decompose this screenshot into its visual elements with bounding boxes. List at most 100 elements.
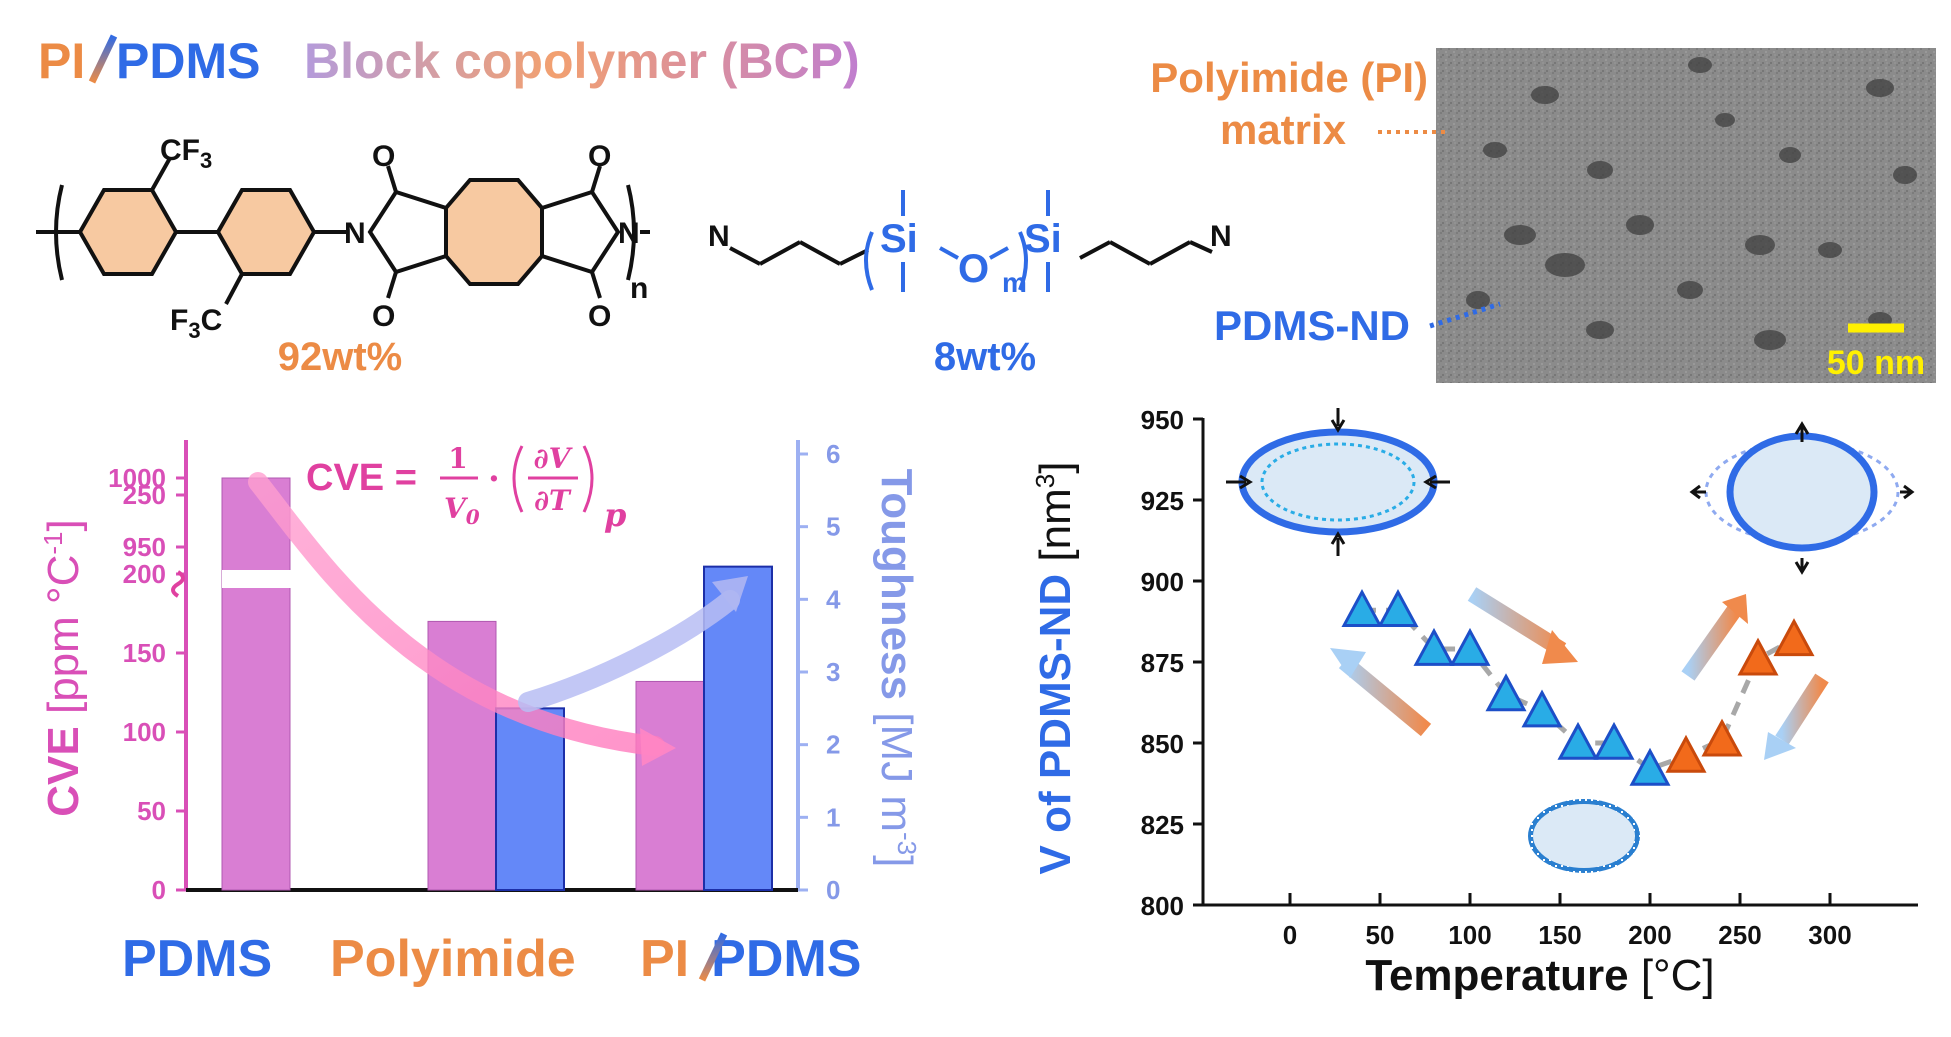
heating-point [1665, 734, 1707, 773]
eq-d-num: ∂V [534, 442, 574, 475]
cve-equation: CVE = 1 V0 · ∂V ∂T p [306, 442, 626, 534]
pdms-labels: N N Si O Si m 8wt% [708, 217, 1232, 379]
bar-left-tick-label: 100 [123, 717, 166, 747]
scalebar-label: 50 nm [1827, 344, 1925, 382]
bar-left-tick-label: 950 [123, 532, 166, 562]
heating-arrowhead-2 [1722, 594, 1748, 624]
compress-arrow-bottom [1330, 531, 1346, 556]
cooling-point [1413, 627, 1455, 666]
heating-point [1701, 718, 1743, 757]
expanded-shell [1726, 432, 1878, 552]
carbonyl-o-3: O [588, 140, 611, 173]
cooling-point [1341, 589, 1383, 627]
relaxed-nd-schematic [1528, 799, 1640, 873]
scatter-y-tick-label: 800 [1141, 891, 1184, 921]
tem-image: 50 nm [1436, 48, 1936, 383]
bar-right-tick-label: 3 [826, 657, 840, 687]
header-pdms: PDMS [116, 33, 260, 89]
cooling-point [1521, 689, 1563, 728]
heating-arrowhead-1 [1330, 648, 1366, 678]
scatter-y-label: V of PDMS-ND [nm3] [1030, 462, 1080, 875]
toughness-trend-arrowhead [712, 576, 748, 612]
bar-right-tick-label: 4 [826, 584, 841, 614]
scatter-points [1341, 589, 1815, 786]
pdms-bond-3 [799, 240, 841, 266]
eq-den: V0 [444, 492, 480, 529]
cve-trend-arrowhead [640, 728, 676, 766]
cooling-point [1557, 721, 1599, 760]
toughness-trend-arrow [518, 590, 740, 712]
figure-header: PI PDMS Block copolymer (BCP) [38, 33, 860, 89]
repeat-n: n [630, 272, 648, 305]
bar-left-tick-label: 0 [152, 875, 166, 905]
eq-paren-right [582, 445, 594, 513]
pi-central-ring [444, 178, 544, 286]
eq-sub-p: p [604, 496, 626, 534]
scatter-y-tick-label: 875 [1141, 648, 1184, 678]
pdms-paren-right [1018, 231, 1028, 291]
scatter-x-tick-label: 150 [1538, 920, 1581, 950]
pdms-bond-6 [1109, 240, 1151, 266]
pi-ring-1 [77, 188, 179, 276]
pdms-bond-7 [1149, 240, 1191, 266]
expand-arrow-bottom [1794, 558, 1810, 575]
eq-num: 1 [448, 442, 467, 475]
bar-right-axis-label: Toughness [MJ m-3] [872, 469, 922, 868]
scatter-y-tick-label: 925 [1141, 486, 1184, 516]
pi-weight: 92wt% [278, 335, 403, 379]
compressed-outer [1238, 428, 1438, 536]
eq-d-den: ∂T [534, 484, 572, 517]
cooling-arrow-2 [1775, 673, 1829, 745]
header-bcp: Block copolymer (BCP) [304, 33, 860, 89]
nd-leader [1429, 301, 1501, 329]
pi-carbonyl-1 [386, 165, 398, 193]
pdms-n-left: N [708, 220, 730, 253]
scatter-x-tick-label: 200 [1628, 920, 1671, 950]
carbonyl-o-2: O [372, 300, 395, 333]
scatter-y-tick-label: 900 [1141, 567, 1184, 597]
carbonyl-o-1: O [372, 140, 395, 173]
matrix-label-line1: Polyimide (PI) [1150, 54, 1428, 101]
nd-label: PDMS-ND [1214, 302, 1410, 349]
si-label-1: Si [880, 217, 918, 261]
cooling-point [1593, 721, 1635, 760]
toughness-bar [495, 707, 565, 891]
pi-carbonyl-3 [590, 165, 602, 193]
expanded-nd-schematic [1689, 421, 1915, 575]
bar-left-tick-label: 150 [123, 638, 166, 668]
o-label: O [958, 247, 989, 291]
bar-right-tick-label: 1 [826, 802, 840, 832]
cve-bar [221, 477, 291, 891]
scatter-y-tick-label: 825 [1141, 810, 1184, 840]
pi-imide-ring-2 [540, 189, 621, 275]
pi-ring-2 [215, 188, 317, 276]
bar-left-tick-label: 50 [137, 796, 166, 826]
header-pi: PI [38, 33, 85, 89]
eq-paren-left [512, 445, 524, 513]
polyimide-structure [36, 157, 650, 305]
scatter-y-tick-label: 850 [1141, 729, 1184, 759]
cf3-bottom-label: F3C [170, 304, 222, 343]
cve-trend-arrow [248, 472, 665, 756]
pdms-paren-left [864, 231, 874, 291]
cooling-arrowhead-2 [1764, 732, 1796, 760]
compressed-inner [1260, 442, 1416, 522]
relaxed-fill [1533, 804, 1635, 868]
bar-left-tick-label: 200 [123, 559, 166, 589]
heating-point [1737, 637, 1779, 676]
bar-right-tick-label: 5 [826, 512, 840, 542]
repeat-m: m [1002, 267, 1027, 298]
cooling-arrow-1 [1467, 587, 1567, 657]
scatter-y-tick-label: 950 [1141, 405, 1184, 435]
matrix-label-line2: matrix [1220, 106, 1347, 153]
heating-point [1773, 618, 1815, 657]
tem-nanodomains [1466, 57, 1917, 350]
pi-bond-cf3-bottom [224, 273, 244, 305]
pdms-structure [729, 240, 1213, 266]
